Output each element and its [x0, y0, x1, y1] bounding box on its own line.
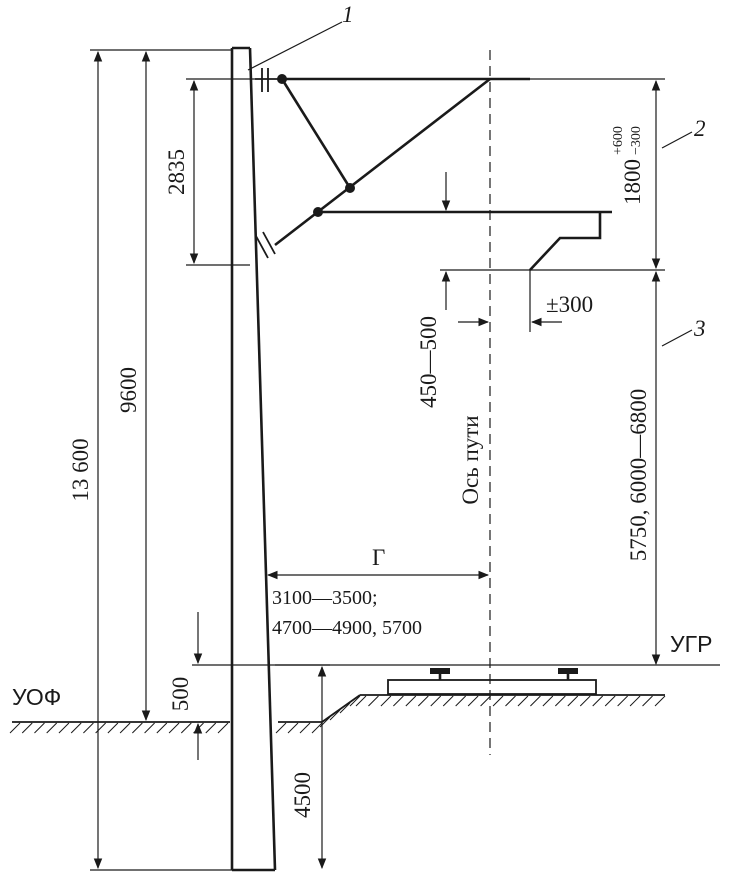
svg-text:5750, 6000—6800: 5750, 6000—6800 [626, 389, 651, 562]
dim-1800: 1800 +600 −300 [440, 78, 665, 271]
callout-2-leader [661, 131, 693, 149]
ground-hatch [131, 722, 143, 734]
ground-hatch [467, 695, 479, 707]
hinge-middle [345, 183, 355, 193]
embankment [319, 694, 666, 728]
ground-hatch [311, 722, 323, 734]
ground-hatch [339, 702, 351, 714]
ground-hatch [355, 695, 367, 707]
ground-hatch [329, 709, 341, 721]
ground-hatch [205, 722, 217, 734]
ground-hatch [144, 722, 155, 734]
ground-hatch [107, 722, 119, 734]
insulator-upper [255, 68, 282, 92]
ground-left [9, 721, 323, 734]
ground-hatch [492, 695, 504, 707]
callout-1: 1 [342, 2, 354, 27]
ground-hatch [617, 695, 628, 707]
ground-hatch [70, 722, 82, 734]
dim-wire-height: 5750, 6000—6800 [626, 270, 661, 666]
ground-hatch [542, 695, 554, 707]
svg-text:+600: +600 [611, 126, 626, 155]
ground-hatch [217, 722, 229, 734]
ground-hatch [517, 695, 529, 707]
track-axis-label: Ось пути [458, 415, 483, 504]
svg-text:500: 500 [168, 677, 193, 712]
dim-9600: 9600 [116, 50, 151, 722]
svg-text:4500: 4500 [290, 772, 315, 818]
ground-hatch [567, 695, 579, 707]
ground-hatch [554, 695, 566, 707]
callout-3: 3 [693, 316, 706, 341]
ground-hatch [58, 722, 70, 734]
dim-2835: 2835 [164, 78, 255, 266]
ground-hatch [430, 695, 442, 707]
ground-hatch [505, 695, 516, 707]
ground-hatch [455, 695, 467, 707]
ground-hatch [642, 695, 653, 707]
ground-hatch [156, 722, 168, 734]
ground-hatch [579, 695, 591, 707]
ground-hatch [629, 695, 641, 707]
ground-hatch [95, 722, 107, 734]
ground-hatch [368, 695, 379, 707]
ground-hatch [530, 695, 541, 707]
dim-13600: 13 600 [68, 49, 232, 871]
ground-hatch [349, 695, 361, 707]
ground-hatch [393, 695, 404, 707]
track-bed [387, 668, 597, 695]
dim-450-500: 450—500 [416, 172, 451, 408]
ground-hatch [592, 695, 604, 707]
dim-stagger: ±300 [458, 270, 593, 332]
ground-hatch [83, 722, 94, 734]
svg-text:1800: 1800 [620, 159, 645, 205]
ground-hatch [654, 695, 666, 707]
dim-500: 500 [168, 612, 203, 760]
ground-hatch [604, 695, 616, 707]
svg-text:УГР: УГР [670, 631, 712, 657]
insulator-lower [255, 231, 276, 259]
ground-hatch [417, 695, 429, 707]
svg-text:2835: 2835 [164, 149, 189, 195]
svg-text:Г: Г [372, 545, 385, 570]
ground-hatch [287, 722, 299, 734]
svg-text:4700—4900, 5700: 4700—4900, 5700 [272, 617, 422, 639]
foundation-level-label: УОФ [12, 684, 61, 710]
svg-text:450—500: 450—500 [416, 316, 441, 408]
svg-text:±300: ±300 [546, 292, 593, 317]
ground-hatch [180, 722, 192, 734]
dim-gauge: Г 3100—3500; 4700—4900, 5700 [266, 545, 490, 639]
ground-hatch [119, 722, 131, 734]
svg-text:13 600: 13 600 [68, 438, 93, 501]
callout-3-leader [661, 329, 693, 347]
svg-text:3100—3500;: 3100—3500; [272, 587, 378, 609]
callout-1-leader [247, 21, 343, 71]
callout-2: 2 [694, 116, 706, 141]
ground-hatch [405, 695, 417, 707]
ground-hatch [21, 722, 33, 734]
ground-hatch [442, 695, 454, 707]
ground-hatch [299, 722, 311, 734]
ground-hatch [9, 722, 21, 734]
ground-hatch [275, 722, 287, 734]
cantilever [274, 74, 612, 271]
pole [230, 46, 277, 872]
ground-hatch [168, 722, 180, 734]
ground-hatch [46, 722, 58, 734]
ground-hatch [34, 722, 45, 734]
svg-text:−300: −300 [629, 126, 644, 155]
svg-text:9600: 9600 [116, 367, 141, 413]
hinge-lower [313, 207, 323, 217]
ground-hatch [380, 695, 392, 707]
ground-hatch [480, 695, 491, 707]
dim-4500: 4500 [275, 664, 330, 870]
